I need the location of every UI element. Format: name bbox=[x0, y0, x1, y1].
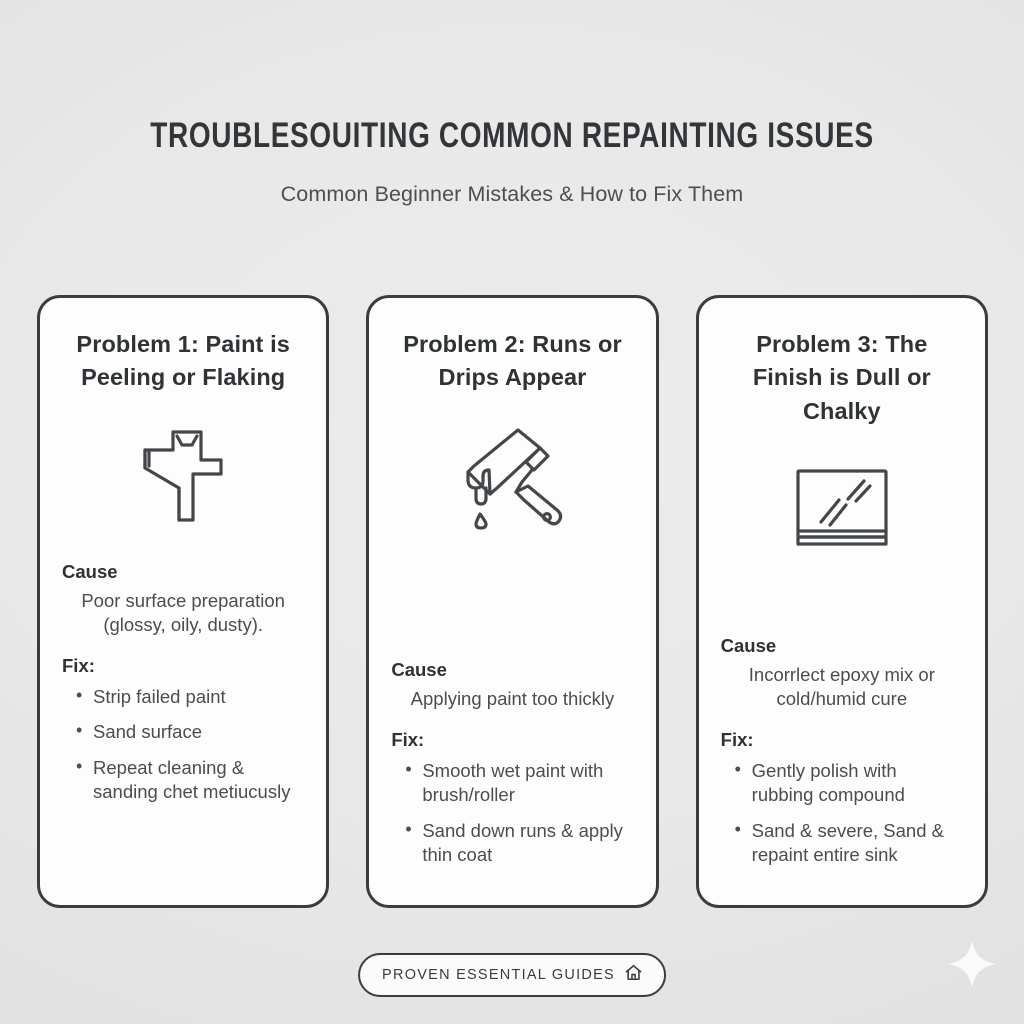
paint-roller-drip-icon bbox=[391, 401, 633, 551]
problem-card-2: Problem 2: Runs or Drips Appear Cause bbox=[366, 295, 659, 908]
card-2-fix-heading: Fix: bbox=[391, 728, 425, 750]
list-item: Sand surface bbox=[76, 719, 304, 745]
card-1-body: Cause Poor surface preparation (glossy, … bbox=[62, 561, 304, 822]
list-item: Smooth wet paint with brush/roller bbox=[405, 758, 633, 808]
card-1-cause-text: Poor surface preparation (glossy, oily, … bbox=[81, 589, 285, 636]
list-item: Sand & severe, Sand & repaint entire sin… bbox=[735, 818, 963, 868]
card-2-cause-text: Applying paint too thickly bbox=[410, 688, 615, 710]
card-3-fix-list: Gently polish with rubbing compound Sand… bbox=[721, 758, 963, 868]
glossy-panel-icon bbox=[721, 434, 963, 584]
sparkle-icon bbox=[945, 937, 999, 996]
card-3-title: Problem 3: The Finish is Dull or Chalky bbox=[752, 331, 931, 424]
card-3-cause-text: Incorrlect epoxy mix or cold/humid cure bbox=[748, 663, 935, 710]
page-title: TROUBLESOUITING COMMON REPAINTING ISSUES bbox=[150, 116, 874, 155]
card-2-cause-heading: Cause bbox=[391, 659, 447, 681]
card-3-cause-heading: Cause bbox=[720, 634, 777, 656]
problem-card-1: Problem 1: Paint is Peeling or Flaking C… bbox=[37, 295, 330, 908]
list-item: Sand down runs & apply thin coat bbox=[405, 818, 633, 868]
list-item: Repeat cleaning & sanding chet metiucusl… bbox=[76, 755, 304, 805]
brand-badge[interactable]: PROVEN ESSENTIAL GUIDES bbox=[358, 953, 666, 997]
card-3-fix-heading: Fix: bbox=[720, 728, 754, 750]
brand-badge-label: PROVEN ESSENTIAL GUIDES bbox=[382, 967, 615, 983]
card-2-fix-list: Smooth wet paint with brush/roller Sand … bbox=[391, 758, 633, 868]
card-1-fix-heading: Fix: bbox=[62, 654, 95, 676]
list-item: Gently polish with rubbing compound bbox=[735, 758, 963, 808]
card-2-body: Cause Applying paint too thickly Fix: Sm… bbox=[391, 659, 633, 885]
house-icon bbox=[624, 963, 643, 987]
card-2-title: Problem 2: Runs or Drips Appear bbox=[403, 331, 622, 391]
header: TROUBLESOUITING COMMON REPAINTING ISSUES… bbox=[0, 0, 1024, 207]
card-1-title: Problem 1: Paint is Peeling or Flaking bbox=[76, 331, 290, 391]
card-1-fix-list: Strip failed paint Sand surface Repeat c… bbox=[62, 684, 304, 805]
paint-scraper-icon bbox=[62, 401, 304, 551]
problem-cards-container: Problem 1: Paint is Peeling or Flaking C… bbox=[37, 295, 988, 908]
problem-card-3: Problem 3: The Finish is Dull or Chalky … bbox=[695, 295, 988, 908]
card-1-cause-heading: Cause bbox=[62, 560, 118, 582]
list-item: Strip failed paint bbox=[76, 684, 304, 710]
page-subtitle: Common Beginner Mistakes & How to Fix Th… bbox=[280, 181, 744, 206]
card-3-body: Cause Incorrlect epoxy mix or cold/humid… bbox=[721, 635, 963, 885]
